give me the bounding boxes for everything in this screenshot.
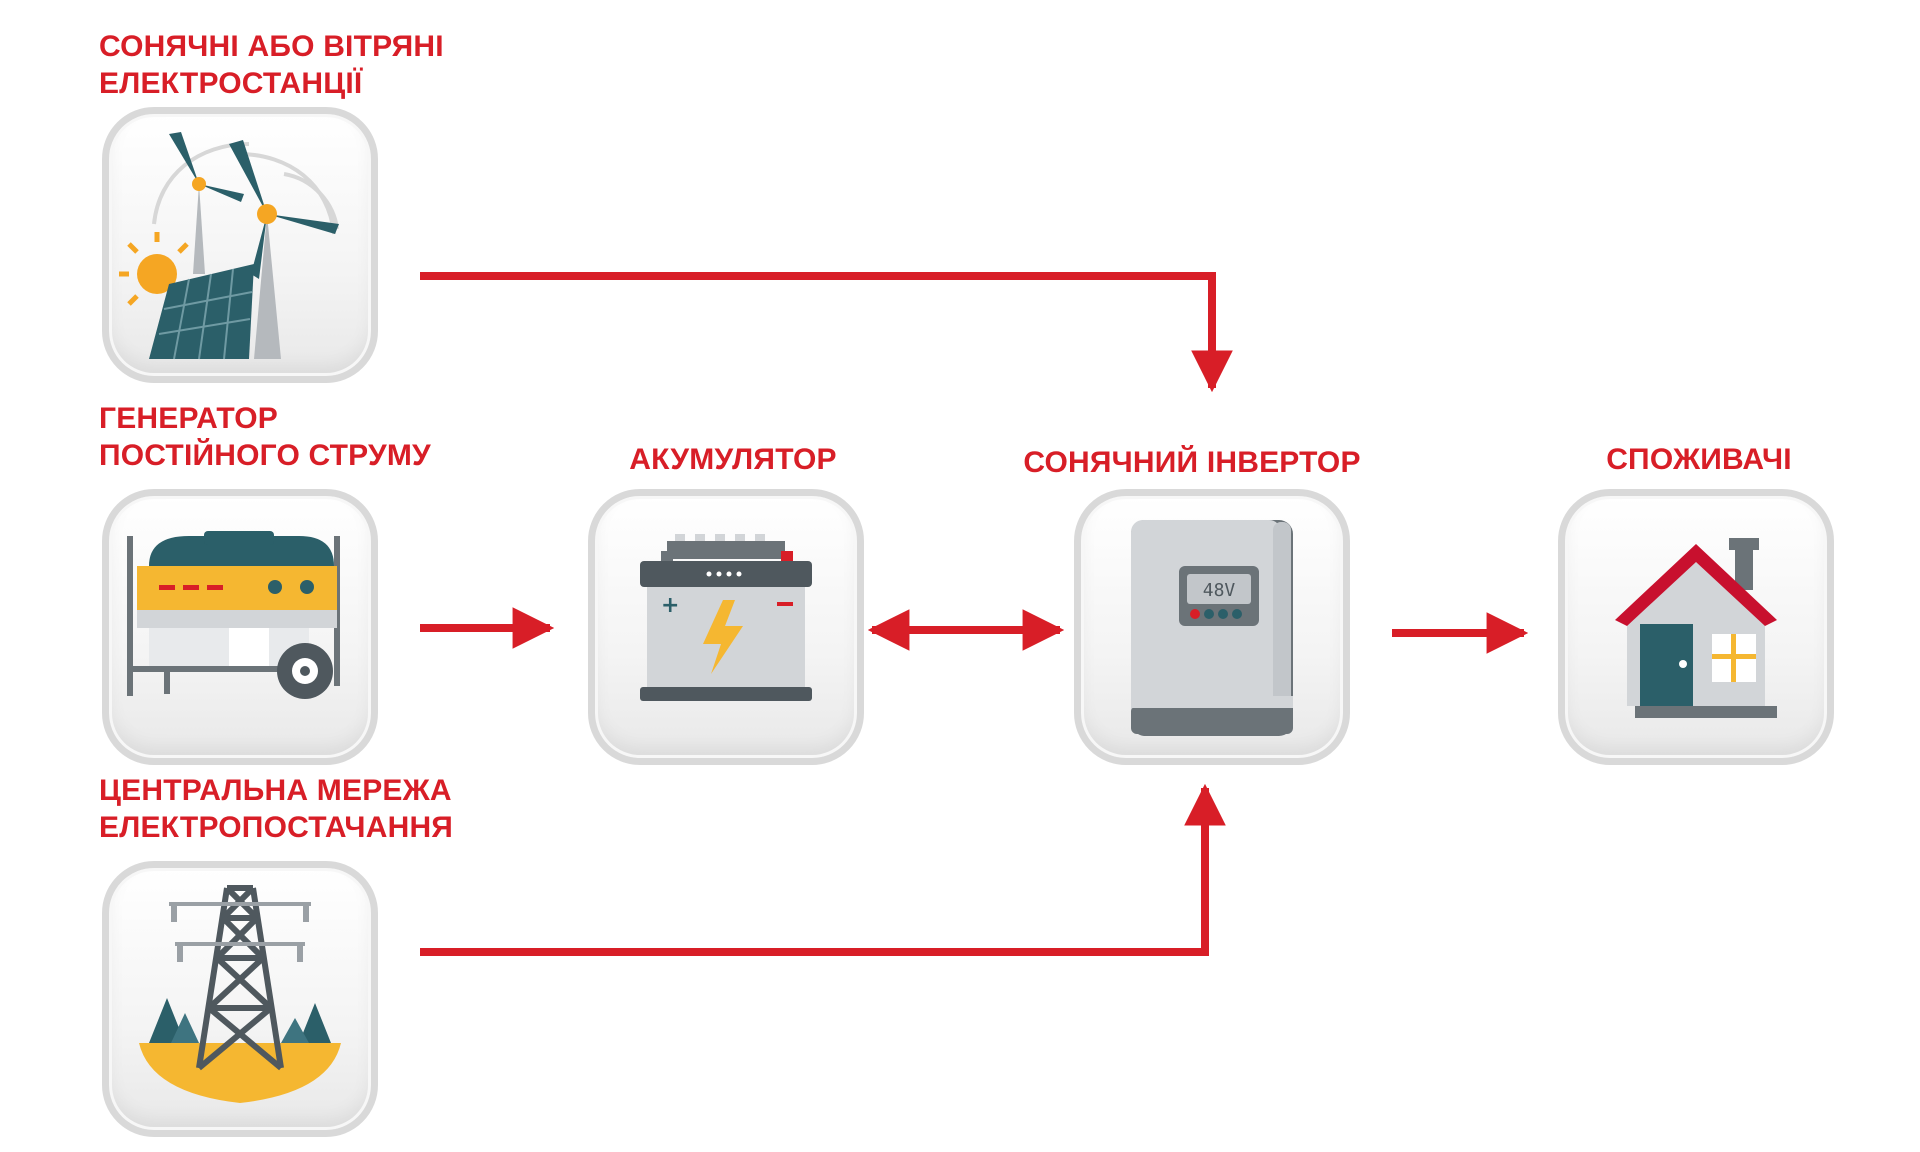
arrow-renewables-to-inverter (420, 272, 1233, 393)
renewables-tile (102, 107, 378, 383)
arrow-grid-to-inverter (420, 783, 1226, 956)
battery-label: АКУМУЛЯТОР (629, 443, 837, 476)
house-icon (1615, 538, 1777, 718)
power-tower-icon (139, 885, 341, 1103)
wind-solar-icon (119, 132, 339, 360)
generator-label: ГЕНЕРАТОР ПОСТІЙНОГО СТРУМУ (99, 400, 431, 474)
renewables-label-line1: СОНЯЧНІ АБО ВІТРЯНІ (99, 30, 444, 63)
generator-icon (127, 531, 340, 699)
consumers-tile (1558, 489, 1834, 765)
generator-label-line2: ПОСТІЙНОГО СТРУМУ (99, 439, 431, 472)
inverter-display-text: 48V (1203, 580, 1236, 601)
battery-tile: + (588, 489, 864, 765)
grid-tile (102, 861, 378, 1137)
grid-label: ЦЕНТРАЛЬНА МЕРЕЖА ЕЛЕКТРОПОСТАЧАННЯ (99, 772, 453, 846)
inverter-icon: 48V (1131, 520, 1293, 736)
battery-icon: + (640, 534, 812, 701)
inverter-tile: 48V (1074, 489, 1350, 765)
renewables-label: СОНЯЧНІ АБО ВІТРЯНІ ЕЛЕКТРОСТАНЦІЇ (99, 28, 444, 102)
consumers-label: СПОЖИВАЧІ (1606, 443, 1792, 476)
inverter-label: СОНЯЧНИЙ ІНВЕРТОР (1023, 446, 1361, 479)
generator-tile (102, 489, 378, 765)
svg-text:+: + (661, 593, 679, 618)
grid-label-line1: ЦЕНТРАЛЬНА МЕРЕЖА (99, 774, 452, 807)
renewables-label-line2: ЕЛЕКТРОСТАНЦІЇ (99, 67, 363, 100)
grid-label-line2: ЕЛЕКТРОПОСТАЧАННЯ (99, 811, 454, 844)
generator-label-line1: ГЕНЕРАТОР (99, 402, 278, 435)
